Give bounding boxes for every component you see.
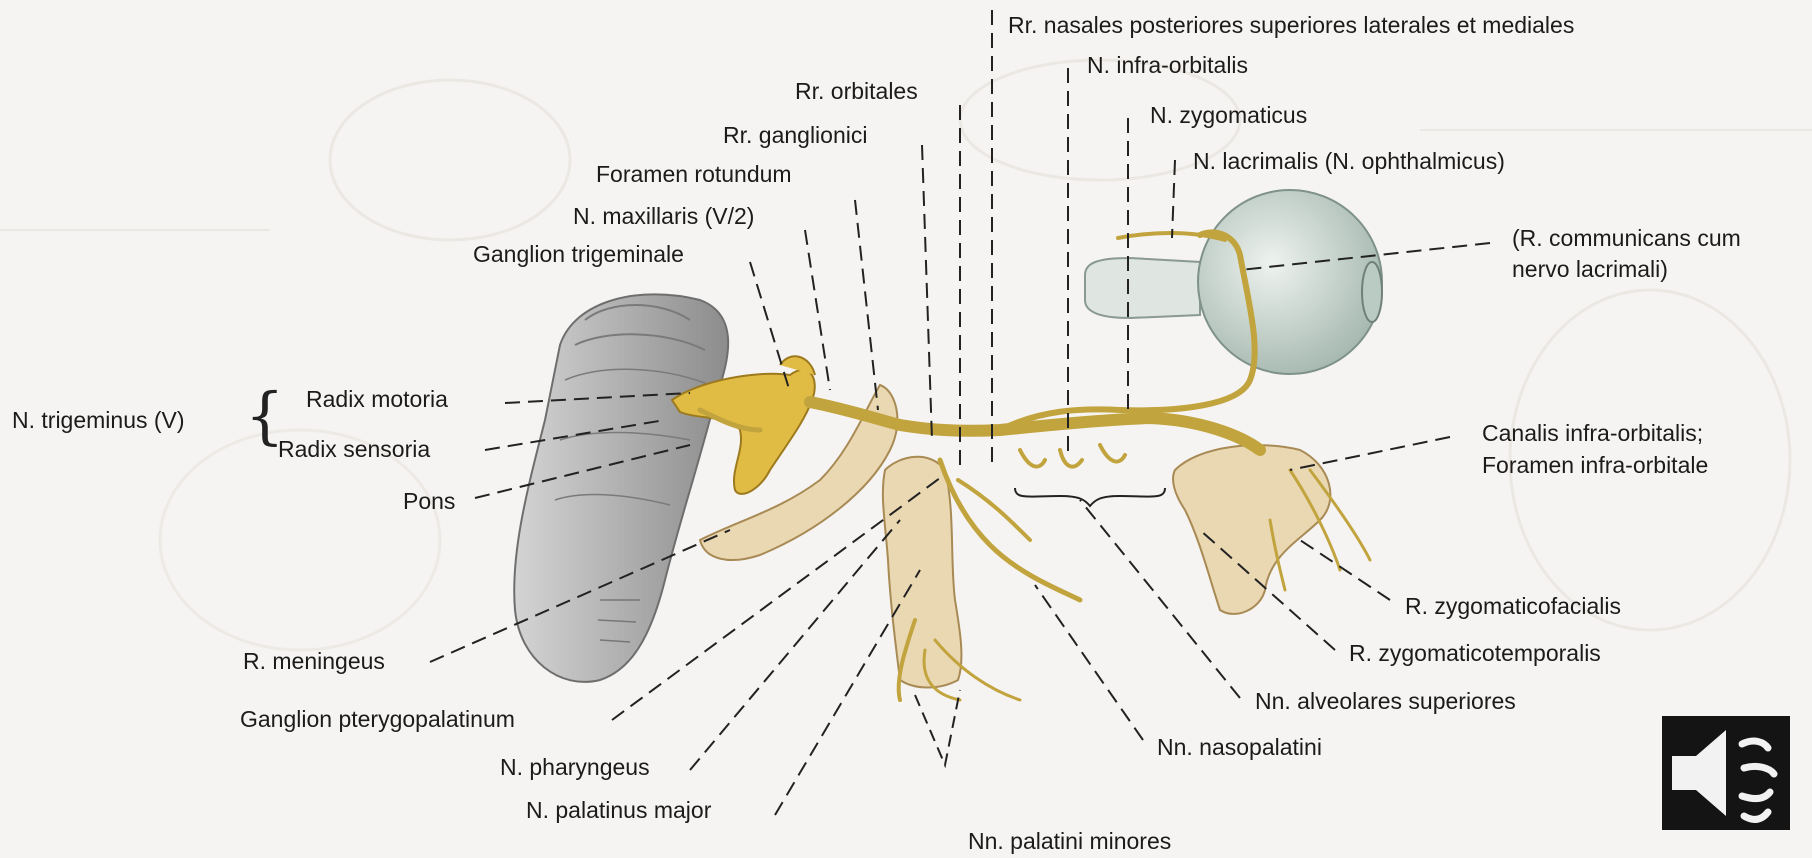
eyeball [1085,190,1382,374]
palatini-minores-pointer [915,690,960,765]
label-rr-orbitales: Rr. orbitales [795,78,918,105]
label-nasopalatini: Nn. nasopalatini [1157,734,1322,761]
label-pterygopalatinum: Ganglion pterygopalatinum [240,706,515,733]
label-palatinus-major: N. palatinus major [526,797,711,824]
label-radix-motoria: Radix motoria [306,386,448,413]
label-rr-nasales: Rr. nasales posteriores superiores later… [1008,12,1574,39]
label-zygomaticus: N. zygomaticus [1150,102,1307,129]
pterygopalatine-bone [883,457,962,688]
label-rr-ganglionici: Rr. ganglionici [723,122,867,149]
label-foramen-rotundum: Foramen rotundum [596,161,792,188]
speaker-volume-icon [1662,716,1790,830]
maxilla-fragment [1173,445,1330,614]
brainstem [514,294,728,682]
label-canalis-line1: Canalis infra-orbitalis; [1482,420,1703,447]
alveolar-brace [1015,488,1165,506]
label-pons: Pons [403,488,455,515]
label-alveolares: Nn. alveolares superiores [1255,688,1516,715]
label-communicans-line1: (R. communicans cum [1512,225,1741,252]
label-communicans-line2: nervo lacrimali) [1512,256,1668,283]
label-infra-orbitalis: N. infra-orbitalis [1087,52,1248,79]
label-meningeus: R. meningeus [243,648,385,675]
ghost-text [70,50,75,70]
label-trigeminus: N. trigeminus (V) [12,407,185,434]
label-ganglion-trigeminale: Ganglion trigeminale [473,241,684,268]
label-lacrimalis: N. lacrimalis (N. ophthalmicus) [1193,148,1505,175]
audio-button[interactable] [1662,716,1790,830]
label-zygomaticotemporalis: R. zygomaticotemporalis [1349,640,1601,667]
label-radix-sensoria: Radix sensoria [278,436,430,463]
label-palatini-minores: Nn. palatini minores [968,828,1171,855]
label-pharyngeus: N. pharyngeus [500,754,650,781]
label-zygomaticofacialis: R. zygomaticofacialis [1405,593,1621,620]
label-maxillaris: N. maxillaris (V/2) [573,203,754,230]
label-canalis-line2: Foramen infra-orbitale [1482,452,1708,479]
